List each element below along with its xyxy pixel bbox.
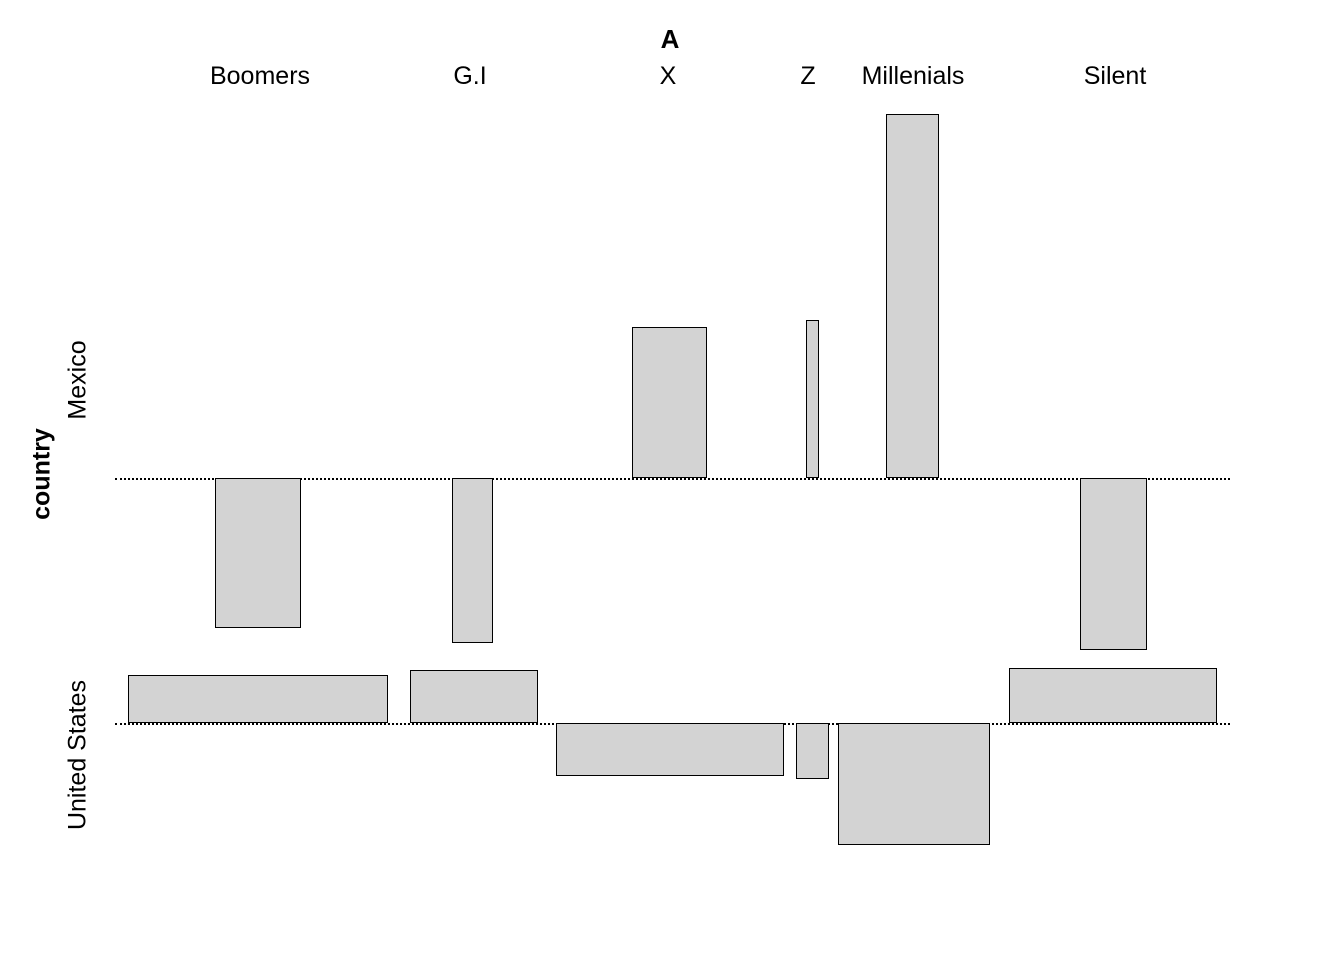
row-label-united-states: United States — [63, 679, 92, 831]
y-axis-label: country — [27, 428, 56, 520]
column-label-silent: Silent — [1083, 62, 1147, 90]
bar-mexico-x — [632, 327, 707, 478]
baseline-mexico — [115, 478, 1230, 480]
plot-title: A — [660, 24, 680, 54]
bar-united-states-g-i — [410, 670, 538, 723]
column-label-z: Z — [800, 62, 816, 90]
bar-united-states-silent — [1009, 668, 1217, 723]
bar-united-states-z — [796, 723, 829, 779]
column-label-x: X — [659, 62, 677, 90]
bar-united-states-millenials — [838, 723, 990, 845]
row-label-mexico: Mexico — [63, 340, 92, 420]
column-label-millenials: Millenials — [861, 62, 965, 90]
bar-mexico-g-i — [452, 478, 493, 643]
bar-united-states-x — [556, 723, 784, 776]
column-label-g-i: G.I — [453, 62, 487, 90]
bar-mexico-z — [806, 320, 819, 478]
bar-mexico-silent — [1080, 478, 1147, 650]
bar-united-states-boomers — [128, 675, 388, 723]
column-label-boomers: Boomers — [209, 62, 311, 90]
bar-mexico-boomers — [215, 478, 301, 628]
bar-mexico-millenials — [886, 114, 939, 478]
